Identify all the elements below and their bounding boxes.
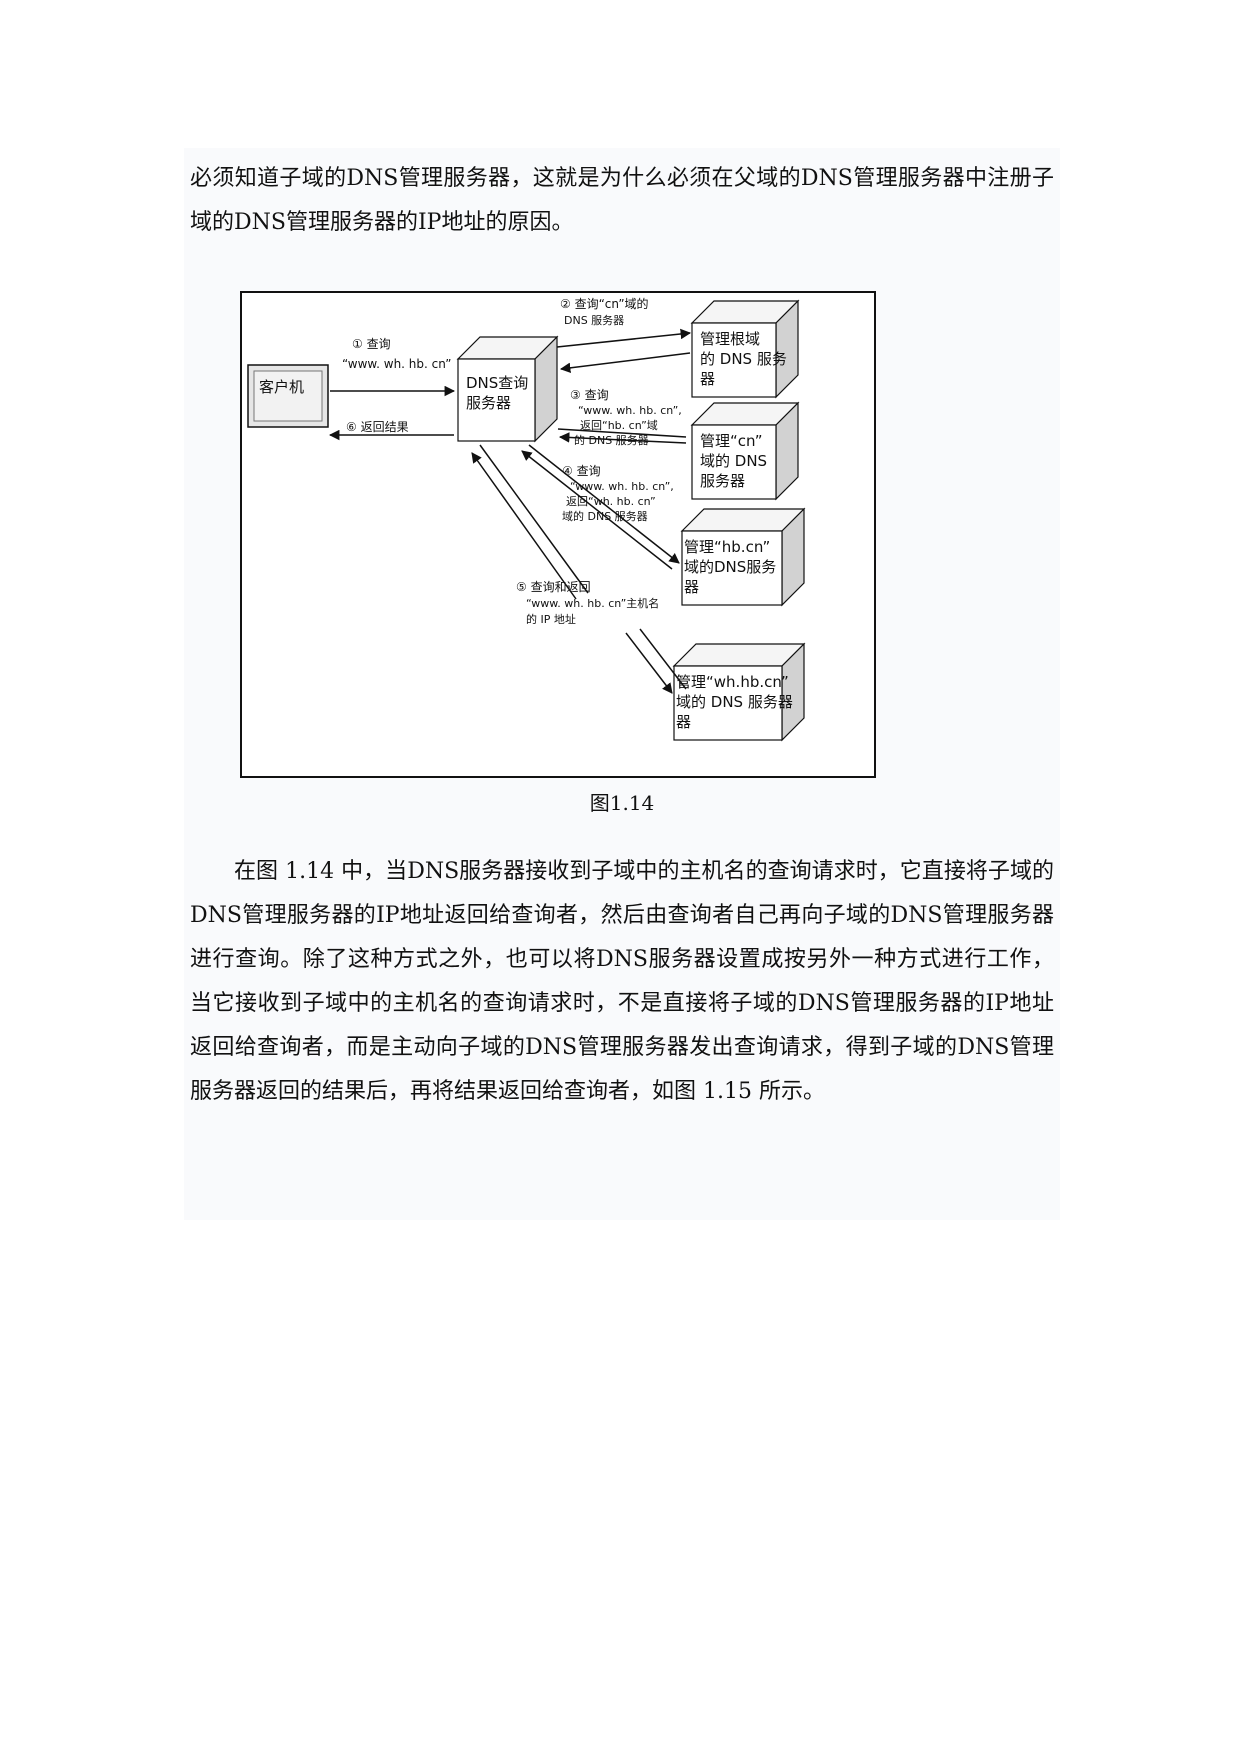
step3-label-line1: ③ 查询 (570, 388, 609, 402)
body-paragraph: 在图 1.14 中，当DNS服务器接收到子域中的主机名的查询请求时，它直接将子域… (190, 859, 1054, 1104)
root-server-line1: 管理根域 (700, 330, 760, 348)
step3-label-line4: 的 DNS 服务器 (574, 433, 649, 447)
arrow-step2-request (556, 328, 692, 348)
step4-label-line3: 返回“wh. hb. cn” (566, 495, 656, 508)
arrow-step5-reply (471, 452, 577, 600)
step5-label-line1: ⑤ 查询和返回 (516, 580, 591, 594)
arrow-step4-reply (521, 450, 673, 570)
cn-server-line1: 管理“cn” (700, 432, 762, 450)
root-server-line3: 器 (700, 370, 715, 388)
wh-hb-cn-server-line2: 域的 DNS 服务器 (676, 693, 793, 711)
step2-label-line2: DNS 服务器 (564, 314, 624, 327)
dns-diagram: 客户机 DNS查询 服务器 管理根域 的 DNS 服务 器 (240, 291, 876, 778)
arrow-step5-lower-a (625, 632, 673, 694)
dns-server-label-line1: DNS查询 (466, 374, 528, 392)
hb-cn-server-line2: 域的DNS服务 (684, 558, 776, 576)
root-domain-server: 管理根域 的 DNS 服务 器 (690, 299, 800, 399)
arrow-step5-request (479, 444, 589, 594)
hb-cn-server-line1: 管理“hb.cn” (684, 538, 770, 556)
arrow-step3-request (557, 428, 687, 438)
intro-paragraph: 必须知道子域的DNS管理服务器，这就是为什么必须在父域的DNS管理服务器中注册子… (190, 166, 1054, 235)
cn-domain-server: 管理“cn” 域的 DNS 服务器 (690, 401, 800, 501)
arrow-step3-reply (558, 432, 687, 444)
document-content: 必须知道子域的DNS管理服务器，这就是为什么必须在父域的DNS管理服务器中注册子… (184, 148, 1060, 1220)
step3-label-line2: “www. wh. hb. cn”, (578, 404, 682, 417)
step1-label-line1: ① 查询 (352, 337, 391, 351)
arrow-step4-request (528, 444, 680, 564)
step1-label-line2: “www. wh. hb. cn” (342, 357, 451, 371)
hb-cn-domain-server: 管理“hb.cn” 域的DNS服务 器 (680, 507, 806, 607)
step6-label: ⑥ 返回结果 (346, 420, 409, 434)
cn-server-line2: 域的 DNS (700, 452, 767, 470)
cn-server-line3: 服务器 (700, 472, 745, 490)
client-label: 客户机 (259, 378, 304, 396)
step5-label-line3: 的 IP 地址 (526, 612, 576, 626)
figure-caption: 图1.14 (589, 791, 655, 815)
client-box: 客户机 (247, 364, 329, 428)
wh-hb-cn-domain-server: 管理“wh.hb.cn” 域的 DNS 服务器 器 (672, 642, 806, 742)
dns-server-label-line2: 服务器 (466, 394, 511, 412)
arrow-step5-lower-b (639, 628, 687, 690)
step3-label-line3: 返回“hb. cn”域 (580, 419, 658, 432)
step2-label-line1: ② 查询“cn”域的 (560, 296, 649, 311)
dns-query-server: DNS查询 服务器 (456, 335, 559, 443)
step4-label-line1: ④ 查询 (562, 464, 601, 478)
step4-label-line2: “www. wh. hb. cn”, (570, 480, 674, 493)
root-server-line2: 的 DNS 服务 (700, 350, 787, 368)
step5-label-line2: “www. wh. hb. cn”主机名 (526, 596, 659, 610)
dns-diagram-svg: 客户机 DNS查询 服务器 管理根域 的 DNS 服务 器 (247, 296, 806, 742)
arrow-step2-reply (559, 352, 691, 374)
wh-hb-cn-server-line3: 器 (676, 713, 691, 731)
hb-cn-server-line3: 器 (684, 578, 699, 596)
step4-label-line4: 域的 DNS 服务器 (562, 509, 648, 523)
wh-hb-cn-server-line1: 管理“wh.hb.cn” (676, 673, 789, 691)
